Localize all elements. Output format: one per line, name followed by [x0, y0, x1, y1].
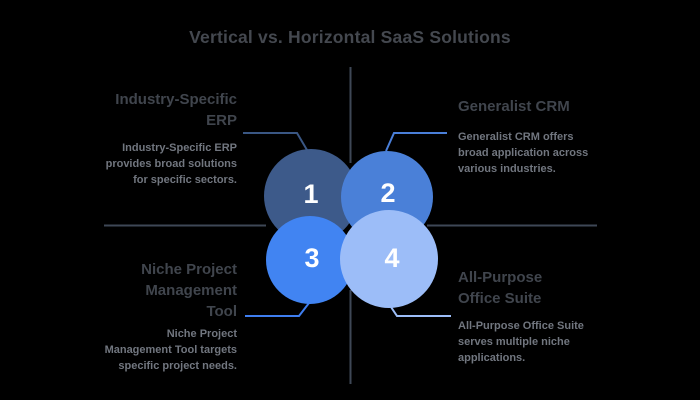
circle-number-2: 2 — [380, 178, 395, 208]
circle-4 — [340, 210, 438, 308]
quadrant-top-right: Generalist CRM Generalist CRM offers bro… — [458, 96, 594, 177]
circle-number-4: 4 — [384, 243, 399, 273]
quadrant-top-left: Industry-Specific ERP Industry-Specific … — [97, 89, 237, 188]
quadrant-heading-industry-specific-erp: Industry-Specific ERP — [115, 91, 237, 129]
connector-top-left — [243, 132, 308, 151]
circle-number-1: 1 — [303, 179, 318, 209]
circle-3 — [266, 216, 354, 304]
page-title: Vertical vs. Horizontal SaaS Solutions — [189, 27, 511, 47]
circle-number-3: 3 — [304, 243, 319, 273]
quadrant-description-generalist-crm: Generalist CRM offers broad application … — [458, 131, 589, 175]
quadrant-bottom-left: Niche Project Management Tool Niche Proj… — [97, 259, 237, 374]
connector-bottom-right — [388, 303, 451, 317]
quadrant-description-niche-project-management-tool: Niche Project Management Tool targets sp… — [104, 328, 237, 372]
connector-top-right — [385, 132, 447, 152]
circle-1 — [264, 149, 358, 243]
quadrant-heading-generalist-crm: Generalist CRM — [458, 98, 570, 115]
quadrant-heading-niche-project-management-tool: Niche Project Management Tool — [141, 261, 237, 320]
quadrant-heading-all-purpose-office-suite: All-Purpose Office Suite — [458, 269, 543, 307]
quadrant-description-industry-specific-erp: Industry-Specific ERP provides broad sol… — [105, 142, 237, 186]
quadrant-bottom-right: All-Purpose Office Suite All-Purpose Off… — [458, 267, 598, 366]
quadrant-description-all-purpose-office-suite: All-Purpose Office Suite serves multiple… — [458, 320, 584, 364]
connector-bottom-left — [245, 302, 310, 317]
